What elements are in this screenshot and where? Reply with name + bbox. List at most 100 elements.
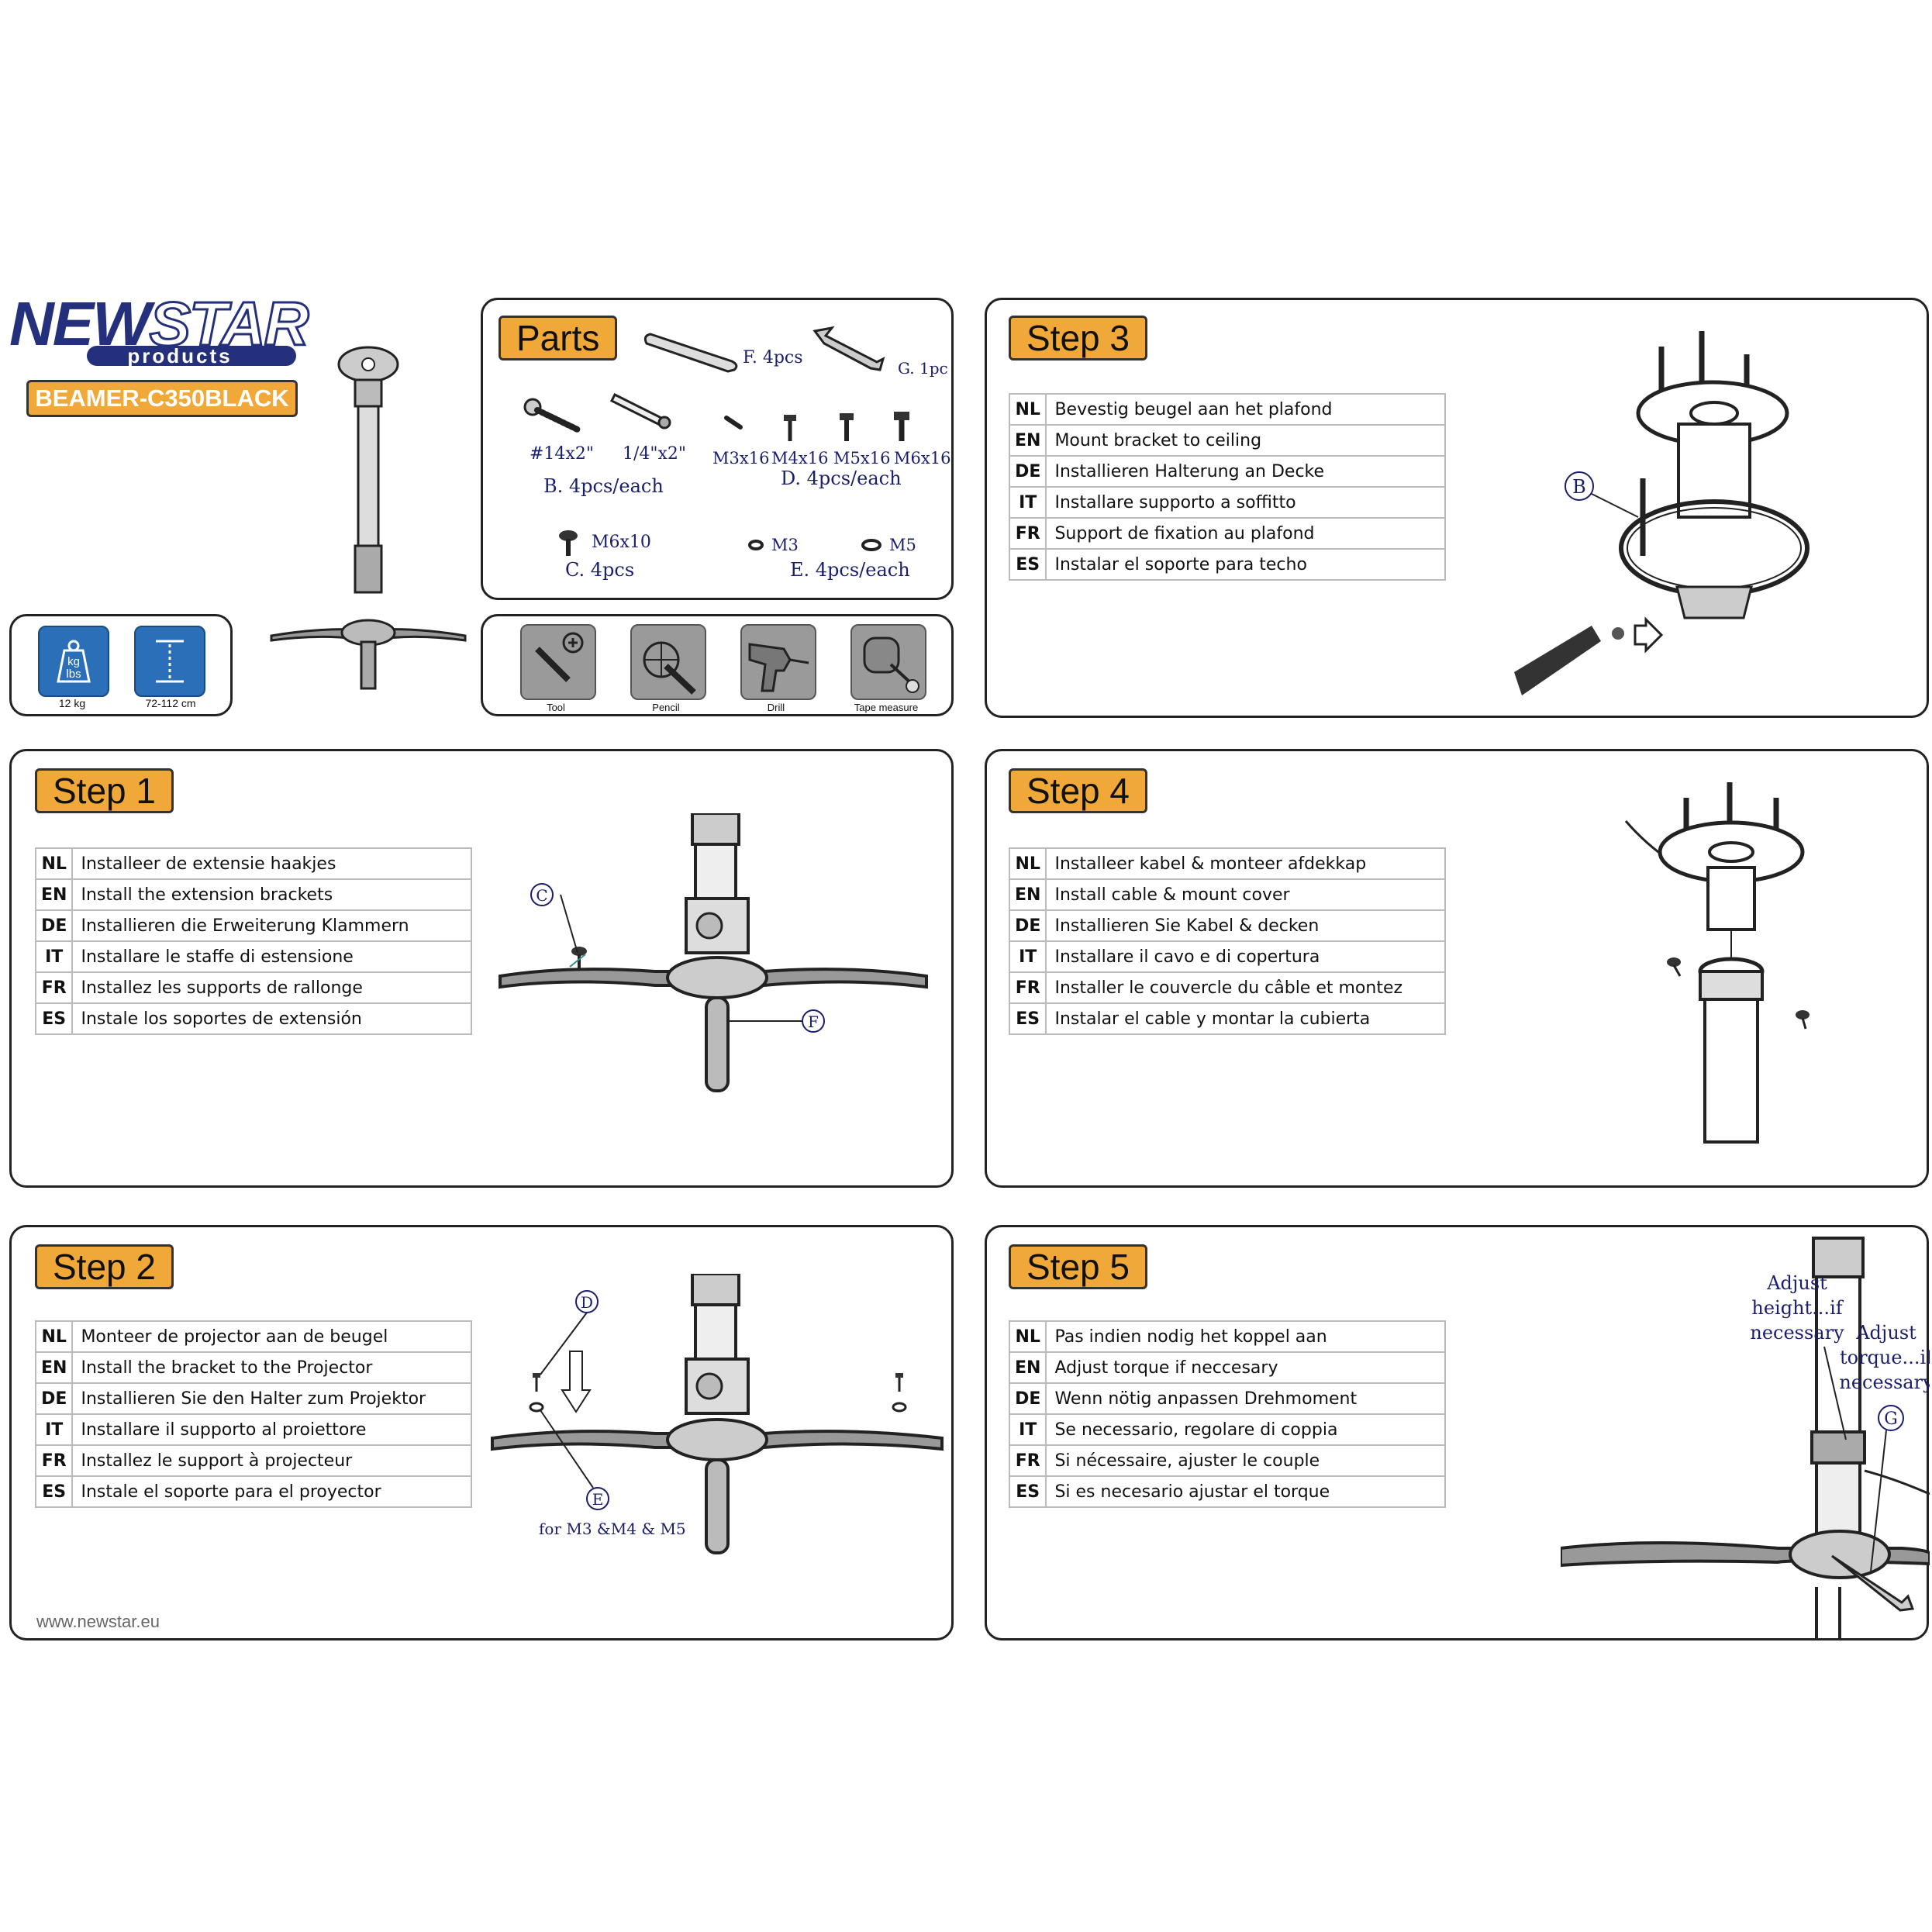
lang-code: NL [1008, 393, 1047, 426]
step4-title: Step 4 [1009, 768, 1147, 813]
lang-code: FR [34, 971, 74, 1004]
callout-e: E [592, 1490, 604, 1509]
instruction-text: Si nécessaire, ajuster le couple [1045, 1444, 1446, 1477]
parts-g-label: G. 1pc [898, 359, 948, 378]
parts-d-label: D. 4pcs/each [781, 467, 902, 489]
instruction-text: Instalar el cable y montar la cubierta [1045, 1002, 1446, 1035]
height-value: 72-112 cm [145, 697, 196, 709]
parts-c-size: M6x10 [592, 533, 651, 552]
step2-title: Step 2 [35, 1244, 174, 1289]
lang-code: EN [34, 878, 74, 911]
lang-code: ES [1008, 1475, 1047, 1508]
instruction-text: Installare il supporto al proiettore [71, 1413, 472, 1446]
lang-code: IT [34, 1413, 74, 1446]
instruction-text: Si es necesario ajustar el torque [1045, 1475, 1446, 1508]
instruction-text: Installeer kabel & monteer afdekkap [1045, 847, 1446, 880]
instruction-text: Installare le staffe di estensione [71, 940, 472, 973]
height-icon [134, 626, 205, 697]
instruction-text: Installeer de extensie haakjes [71, 847, 472, 880]
instruction-text: Installez le support à projecteur [71, 1444, 472, 1477]
lang-code: DE [1008, 909, 1047, 942]
parts-d-size-3: M5x16 [833, 449, 891, 467]
parts-f-label: F. 4pcs [743, 348, 803, 367]
instruction-text: Install the bracket to the Projector [71, 1351, 472, 1384]
lang-code: ES [34, 1002, 74, 1035]
machine-screws-icon [724, 412, 909, 441]
wall-plug-icon [609, 392, 671, 430]
extension-bracket-icon [643, 333, 738, 373]
parts-e-size-2: M5 [889, 536, 916, 554]
washer-m5-icon [861, 539, 881, 551]
lang-code: FR [1008, 971, 1047, 1004]
instruction-text: Installieren die Erweiterung Klammern [71, 909, 472, 942]
lang-code: EN [34, 1351, 74, 1384]
lang-code: ES [1008, 1002, 1047, 1035]
callout-f: F [808, 1013, 819, 1031]
instruction-text: Mount bracket to ceiling [1045, 424, 1446, 457]
drill-icon [740, 624, 816, 700]
tape-measure-icon [850, 624, 926, 700]
instruction-text: Installieren Sie den Halter zum Projekto… [71, 1382, 472, 1415]
weight-icon: kg lbs [38, 626, 109, 697]
instruction-text: Pas indien nodig het koppel aan [1045, 1320, 1446, 1353]
instruction-text: Installieren Halterung an Decke [1045, 455, 1446, 488]
lang-code: IT [1008, 940, 1047, 973]
footer-url: www.newstar.eu [36, 1612, 160, 1631]
lang-code: FR [1008, 517, 1047, 550]
pencil-label: Pencil [652, 702, 680, 713]
parts-title: Parts [499, 316, 618, 361]
lang-code: FR [1008, 1444, 1047, 1477]
step4-illustration [1624, 782, 1810, 1144]
parts-b-label: B. 4pcs/each [543, 475, 664, 497]
brand-name-new: NEW [9, 289, 151, 358]
wrench-icon [812, 326, 885, 371]
lang-code: DE [34, 1382, 74, 1415]
instruction-text: Installer le couvercle du câble et monte… [1045, 971, 1446, 1004]
lang-code: IT [1008, 1413, 1047, 1446]
screwdriver-icon [520, 624, 596, 700]
instruction-text: Instale el soporte para el proyector [71, 1475, 472, 1508]
lang-code: NL [34, 1320, 74, 1353]
adjust-torque-line3: necessary [1839, 1371, 1930, 1393]
lang-code: ES [1008, 548, 1047, 581]
lang-code: NL [1008, 847, 1047, 880]
lang-code: DE [1008, 455, 1047, 488]
instruction-text: Bevestig beugel aan het plafond [1045, 393, 1446, 426]
step3-illustration: B [1514, 331, 1810, 695]
instruction-text: Instale los soportes de extensión [71, 1002, 472, 1035]
adjust-height-line3: necessary [1750, 1322, 1844, 1344]
parts-d-size-1: M3x16 [712, 449, 770, 467]
weight-icon-lbs: lbs [66, 668, 81, 681]
lang-code: FR [34, 1444, 74, 1477]
brand-logo: NEWSTAR products [9, 292, 319, 371]
lang-code: DE [1008, 1382, 1047, 1415]
instruction-text: Installieren Sie Kabel & decken [1045, 909, 1446, 942]
callout-d: D [581, 1293, 593, 1312]
instruction-text: Support de fixation au plafond [1045, 517, 1446, 550]
weight-icon-kg: kg [67, 655, 80, 668]
lang-code: NL [34, 847, 74, 880]
parts-d-size-2: M4x16 [771, 449, 829, 467]
lang-code: IT [1008, 486, 1047, 519]
